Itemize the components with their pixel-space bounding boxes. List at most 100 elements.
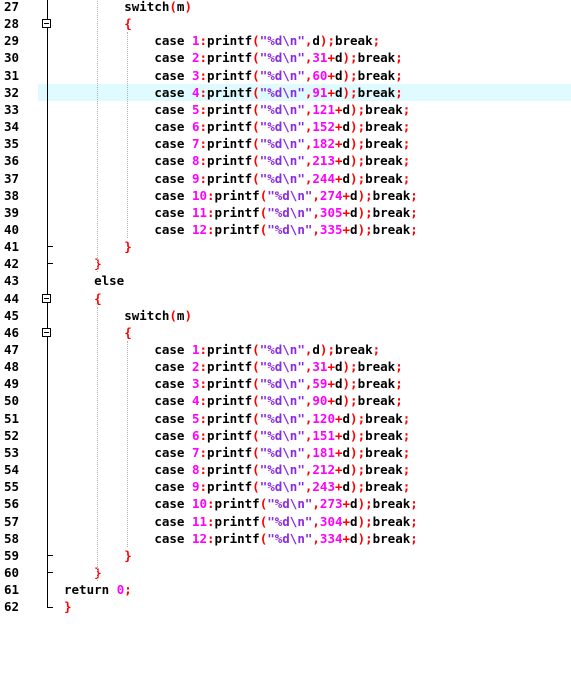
code-line[interactable]: 41 } bbox=[0, 238, 571, 255]
token-sep: ; bbox=[124, 582, 132, 598]
token-sep: + bbox=[342, 204, 351, 220]
token-num: 6 bbox=[191, 119, 200, 135]
code-line[interactable]: 44 { bbox=[0, 290, 571, 307]
code-line[interactable]: 52 case 6:printf("%d\n",151+d);break; bbox=[0, 427, 571, 444]
token-kw: break bbox=[365, 427, 403, 443]
token-sep: ) bbox=[342, 359, 351, 375]
token-sep: : bbox=[199, 67, 208, 83]
token-sep: , bbox=[304, 393, 313, 409]
code-line[interactable]: 38 case 10:printf("%d\n",274+d);break; bbox=[0, 187, 571, 204]
code-line[interactable]: 60 } bbox=[0, 564, 571, 581]
token-fn: printf bbox=[207, 119, 253, 135]
code-line[interactable]: 54 case 8:printf("%d\n",212+d);break; bbox=[0, 461, 571, 478]
code-line[interactable]: 31 case 3:printf("%d\n",60+d);break; bbox=[0, 67, 571, 84]
code-line[interactable]: 53 case 7:printf("%d\n",181+d);break; bbox=[0, 444, 571, 461]
code-line[interactable]: 42 } bbox=[0, 255, 571, 272]
code-line[interactable]: 40 case 12:printf("%d\n",335+d);break; bbox=[0, 221, 571, 238]
line-number: 40 bbox=[4, 221, 20, 237]
token-sep: ) bbox=[350, 119, 358, 135]
token-num: 3 bbox=[191, 67, 200, 83]
code-line[interactable]: 34 case 6:printf("%d\n",152+d);break; bbox=[0, 118, 571, 135]
code-line[interactable]: 27 switch(m) bbox=[0, 0, 571, 15]
token-str: "%d\n" bbox=[259, 84, 305, 100]
token-fn: printf bbox=[207, 50, 253, 66]
token-kw: break bbox=[365, 462, 403, 478]
token-sep: ; bbox=[372, 342, 381, 357]
code-line[interactable]: 62} bbox=[0, 598, 571, 615]
token-str: "%d\n" bbox=[259, 479, 305, 495]
line-number: 39 bbox=[4, 204, 20, 220]
code-line[interactable]: 48 case 2:printf("%d\n",31+d);break; bbox=[0, 358, 571, 375]
token-fn: printf bbox=[214, 530, 260, 546]
code-line[interactable]: 28 { bbox=[0, 15, 571, 32]
code-line[interactable]: 35 case 7:printf("%d\n",182+d);break; bbox=[0, 135, 571, 152]
code-text: { bbox=[64, 290, 571, 307]
token-sep: ; bbox=[365, 204, 373, 220]
token-kw: return bbox=[64, 582, 117, 598]
code-line[interactable]: 39 case 11:printf("%d\n",305+d);break; bbox=[0, 204, 571, 221]
code-text: switch(m) bbox=[64, 0, 571, 15]
fold-toggle-icon[interactable] bbox=[42, 19, 51, 29]
token-sep: + bbox=[327, 50, 335, 66]
token-fn: printf bbox=[207, 67, 253, 83]
token-fn: printf bbox=[207, 376, 253, 392]
token-num: 212 bbox=[312, 462, 335, 478]
token-sep: ( bbox=[252, 84, 260, 100]
code-line[interactable]: 45 switch(m) bbox=[0, 307, 571, 324]
code-line[interactable]: 55 case 9:printf("%d\n",243+d);break; bbox=[0, 478, 571, 495]
token-sep: ; bbox=[402, 101, 411, 117]
code-line[interactable]: 51 case 5:printf("%d\n",120+d);break; bbox=[0, 410, 571, 427]
indent bbox=[64, 222, 154, 237]
token-var: d bbox=[350, 513, 358, 529]
code-text: case 2:printf("%d\n",31+d);break; bbox=[64, 49, 571, 66]
line-number: 47 bbox=[4, 342, 20, 357]
code-line[interactable]: 56 case 10:printf("%d\n",273+d);break; bbox=[0, 495, 571, 512]
token-var: d bbox=[334, 393, 343, 409]
code-line[interactable]: 33 case 5:printf("%d\n",121+d);break; bbox=[0, 101, 571, 118]
code-line[interactable]: 58 case 12:printf("%d\n",334+d);break; bbox=[0, 530, 571, 547]
token-fn: printf bbox=[214, 187, 260, 203]
token-var: d bbox=[342, 410, 351, 426]
token-fn: printf bbox=[214, 221, 260, 237]
token-sep: ; bbox=[350, 359, 358, 375]
token-fn: printf bbox=[207, 427, 253, 443]
code-line[interactable]: 50 case 4:printf("%d\n",90+d);break; bbox=[0, 392, 571, 409]
token-var: d bbox=[342, 444, 351, 460]
token-kw: break bbox=[372, 496, 411, 512]
code-line-current[interactable]: 32 case 4:printf("%d\n",91+d);break; bbox=[0, 83, 571, 101]
code-line[interactable]: 30 case 2:printf("%d\n",31+d);break; bbox=[0, 49, 571, 66]
token-sep: ; bbox=[357, 427, 366, 443]
token-sep: ( bbox=[252, 359, 260, 375]
token-sep: ; bbox=[402, 462, 411, 478]
token-kw: case bbox=[154, 187, 192, 203]
code-line[interactable]: 47 case 1:printf("%d\n",d);break; bbox=[0, 341, 571, 358]
token-sep: : bbox=[207, 513, 215, 529]
token-num: 90 bbox=[312, 393, 328, 409]
token-num: 274 bbox=[319, 187, 343, 203]
code-line[interactable]: 49 case 3:printf("%d\n",59+d);break; bbox=[0, 375, 571, 392]
token-kw: break bbox=[357, 359, 396, 375]
code-text: case 3:printf("%d\n",60+d);break; bbox=[64, 67, 571, 84]
fold-end-corner bbox=[47, 607, 53, 609]
code-line[interactable]: 57 case 11:printf("%d\n",304+d);break; bbox=[0, 513, 571, 530]
token-sep: + bbox=[334, 136, 343, 152]
token-kw: case bbox=[154, 33, 192, 49]
token-kw: case bbox=[154, 170, 192, 186]
token-fn: printf bbox=[207, 342, 253, 357]
fold-toggle-icon[interactable] bbox=[42, 293, 51, 303]
token-sep: + bbox=[334, 119, 343, 135]
token-sep: ) bbox=[350, 462, 358, 478]
code-line[interactable]: 43 else bbox=[0, 272, 571, 289]
code-line[interactable]: 59 } bbox=[0, 547, 571, 564]
code-line[interactable]: 29 case 1:printf("%d\n",d);break; bbox=[0, 32, 571, 49]
fold-toggle-icon[interactable] bbox=[42, 327, 51, 337]
code-line[interactable]: 37 case 9:printf("%d\n",244+d);break; bbox=[0, 170, 571, 187]
token-sep: ; bbox=[357, 479, 366, 495]
code-line[interactable]: 36 case 8:printf("%d\n",213+d);break; bbox=[0, 152, 571, 169]
code-line[interactable]: 46 { bbox=[0, 324, 571, 341]
indent-guide bbox=[127, 341, 129, 547]
fold-guide bbox=[47, 0, 48, 608]
token-kw: case bbox=[154, 479, 192, 495]
